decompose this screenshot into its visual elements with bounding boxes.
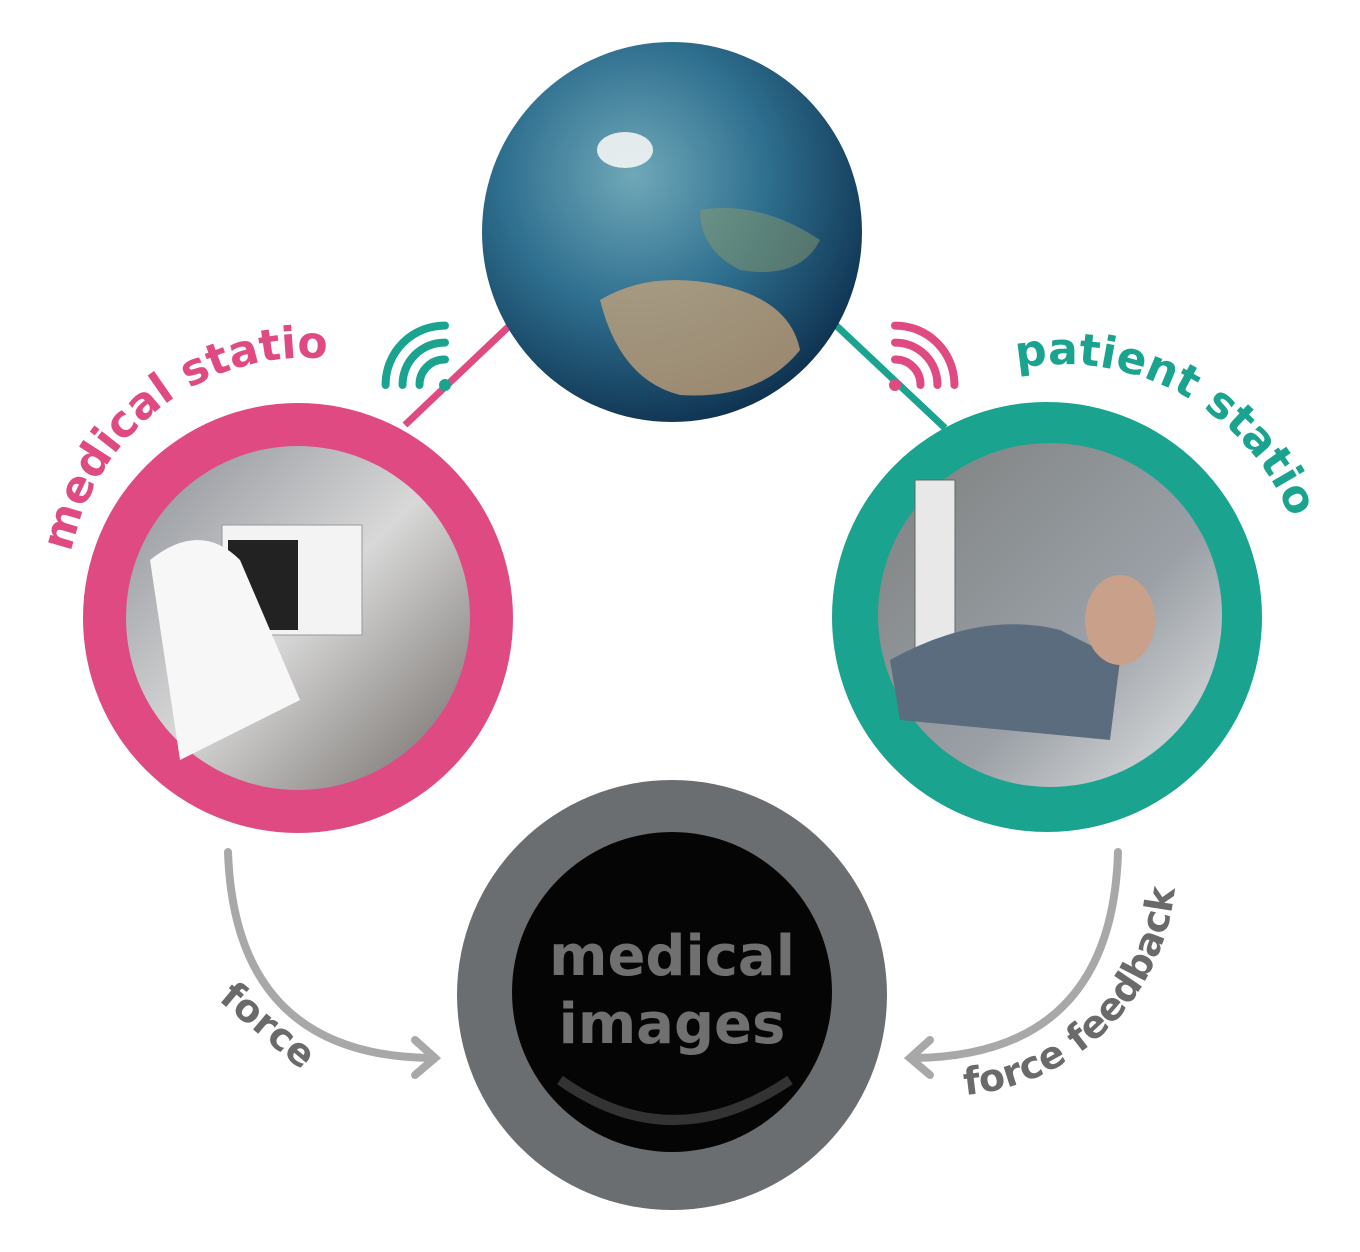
- wifi-icon: [889, 321, 959, 391]
- medical-station: [83, 403, 513, 833]
- globe-icon: [482, 42, 862, 422]
- wifi-icon: [381, 321, 451, 391]
- arrow-icon: [903, 848, 1122, 1079]
- medical-images: medical images: [457, 780, 887, 1210]
- patient-station: [832, 402, 1262, 832]
- medical-images-label-line1: medical: [549, 924, 795, 989]
- arrow-icon: [224, 848, 442, 1079]
- medical-images-label-line2: images: [559, 992, 786, 1057]
